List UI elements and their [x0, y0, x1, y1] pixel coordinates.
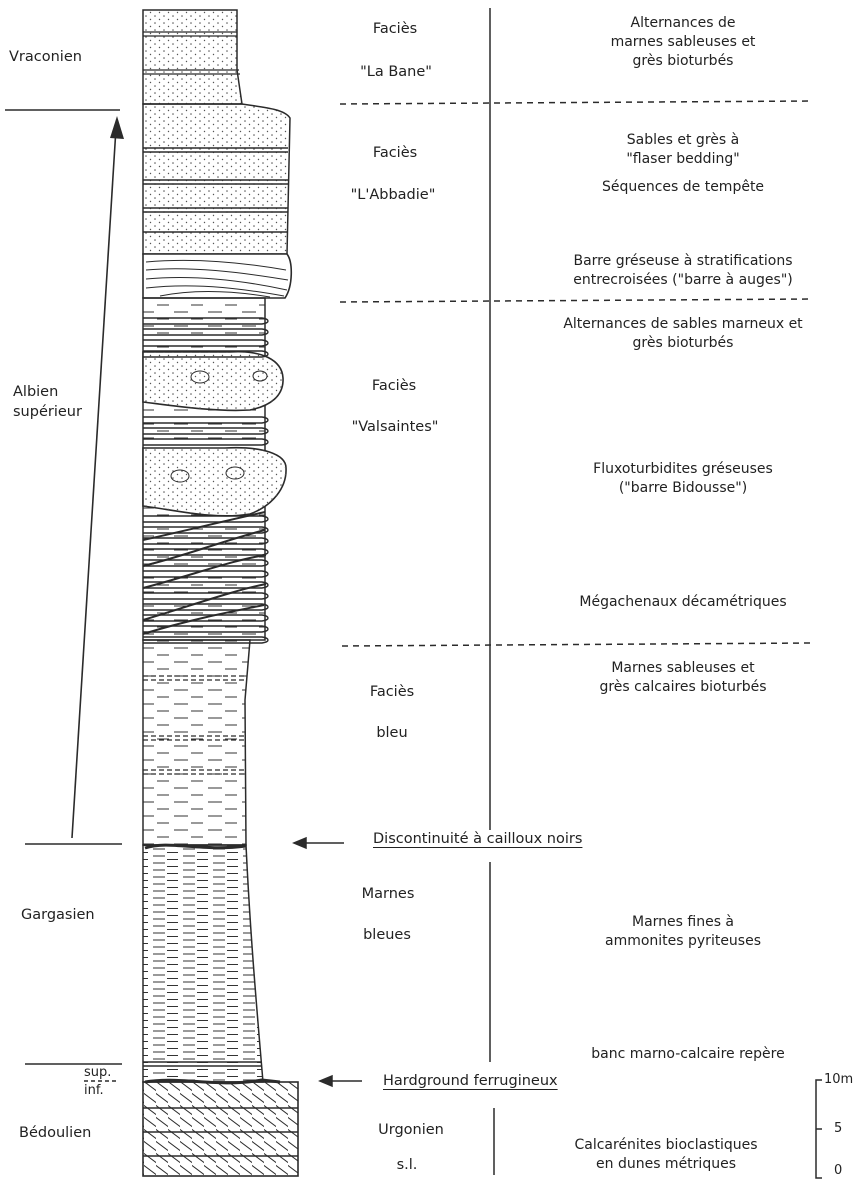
bed-ripple: [143, 427, 269, 435]
stage-vraconien: Vraconien: [9, 49, 82, 65]
facies-abbadie-name: "L'Abbadie": [350, 187, 436, 203]
bed-ripple: [143, 614, 269, 622]
bed-ripple: [143, 570, 269, 578]
substage-sup: sup.: [84, 1065, 112, 1080]
bed-ripple: [143, 625, 269, 633]
cross-bedding: [145, 259, 289, 298]
scale-label-bottom: 0: [834, 1163, 843, 1178]
marnes-bleues-name: bleues: [363, 927, 411, 943]
surface-hardground: Hardground ferrugineux: [383, 1073, 558, 1089]
substage-inf: inf.: [84, 1083, 104, 1098]
unit-la-bane: [142, 9, 243, 105]
description-2: Sables et grès à "flaser bedding": [626, 132, 740, 167]
facies-la-bane-name: "La Bane": [360, 64, 432, 80]
description-7: Mégachenaux décamétriques: [579, 594, 787, 610]
bed-ripple: [143, 438, 269, 446]
bed-ripple: [143, 548, 269, 556]
bed-ripple: [143, 350, 269, 358]
unit-facies-bleu: [142, 639, 251, 846]
reference-bed: [143, 1061, 262, 1067]
bed-ripple: [143, 559, 269, 567]
urgonien-title: Urgonien: [378, 1122, 444, 1138]
stage-bedoulien: Bédoulien: [19, 1125, 92, 1141]
description-10: banc marno-calcaire repère: [591, 1046, 785, 1062]
facies-bleu-name: bleu: [376, 725, 408, 741]
scale-label-mid: 5: [834, 1121, 843, 1136]
evolution-arrow: [71, 116, 124, 839]
urgonien-sl: s.l.: [396, 1157, 418, 1173]
facies-valsaintes-name: "Valsaintes": [351, 419, 439, 435]
facies-abbadie-title: Faciès: [372, 145, 418, 161]
description-3: Séquences de tempête: [601, 179, 765, 195]
column-divider: [489, 8, 495, 1175]
bed-ripple: [143, 581, 269, 589]
discontinuity-pebble-line: [144, 843, 247, 850]
stage-boundaries: [5, 109, 122, 1082]
bed-ripple: [143, 416, 269, 424]
abbadie-beds: [143, 147, 288, 233]
facies-la-bane-title: Faciès: [372, 21, 418, 37]
description-1: Alternances de marnes sableuses et grès …: [610, 15, 756, 69]
facies-separators: [339, 100, 813, 647]
description-6: Fluxoturbidites gréseuses ("barre Bidous…: [593, 461, 773, 496]
bed-ripple: [143, 526, 269, 534]
surface-discontinuite: Discontinuité à cailloux noirs: [373, 831, 583, 847]
marnes-bleues-title: Marnes: [361, 886, 415, 902]
unit-marnes-bleues: [142, 844, 264, 1083]
urgonien-beds: [143, 1107, 298, 1157]
surface-arrows: [292, 836, 362, 1088]
description-11: Calcarénites bioclastiques en dunes métr…: [574, 1137, 758, 1172]
facies-valsaintes-title: Faciès: [371, 378, 417, 394]
description-9: Marnes fines à ammonites pyriteuses: [604, 914, 762, 949]
bed-ripple: [143, 592, 269, 600]
clast-ovals: [170, 370, 268, 483]
stage-albien-superieur: Albien supérieur: [13, 384, 82, 420]
description-5: Alternances de sables marneux et grès bi…: [563, 316, 803, 351]
facies-bleu-title: Faciès: [369, 684, 415, 700]
unit-urgonien: [142, 1081, 299, 1177]
description-4: Barre gréseuse à stratifications entrecr…: [573, 253, 793, 288]
stage-gargasien: Gargasien: [21, 907, 95, 923]
bed-ripples: [143, 317, 269, 644]
bed-ripple: [143, 603, 269, 611]
facies-bleu-beds: [143, 675, 247, 775]
la-bane-beds: [143, 31, 240, 75]
scale-label-top: 10m: [824, 1072, 854, 1087]
bed-ripple: [143, 537, 269, 545]
bed-ripple: [143, 636, 269, 644]
bed-ripple: [143, 515, 269, 523]
bed-ripple: [143, 328, 269, 336]
bed-ripple: [143, 317, 269, 325]
scale-bar: [815, 1079, 822, 1179]
description-8: Marnes sableuses et grès calcaires biotu…: [599, 660, 767, 695]
bed-ripple: [143, 339, 269, 347]
